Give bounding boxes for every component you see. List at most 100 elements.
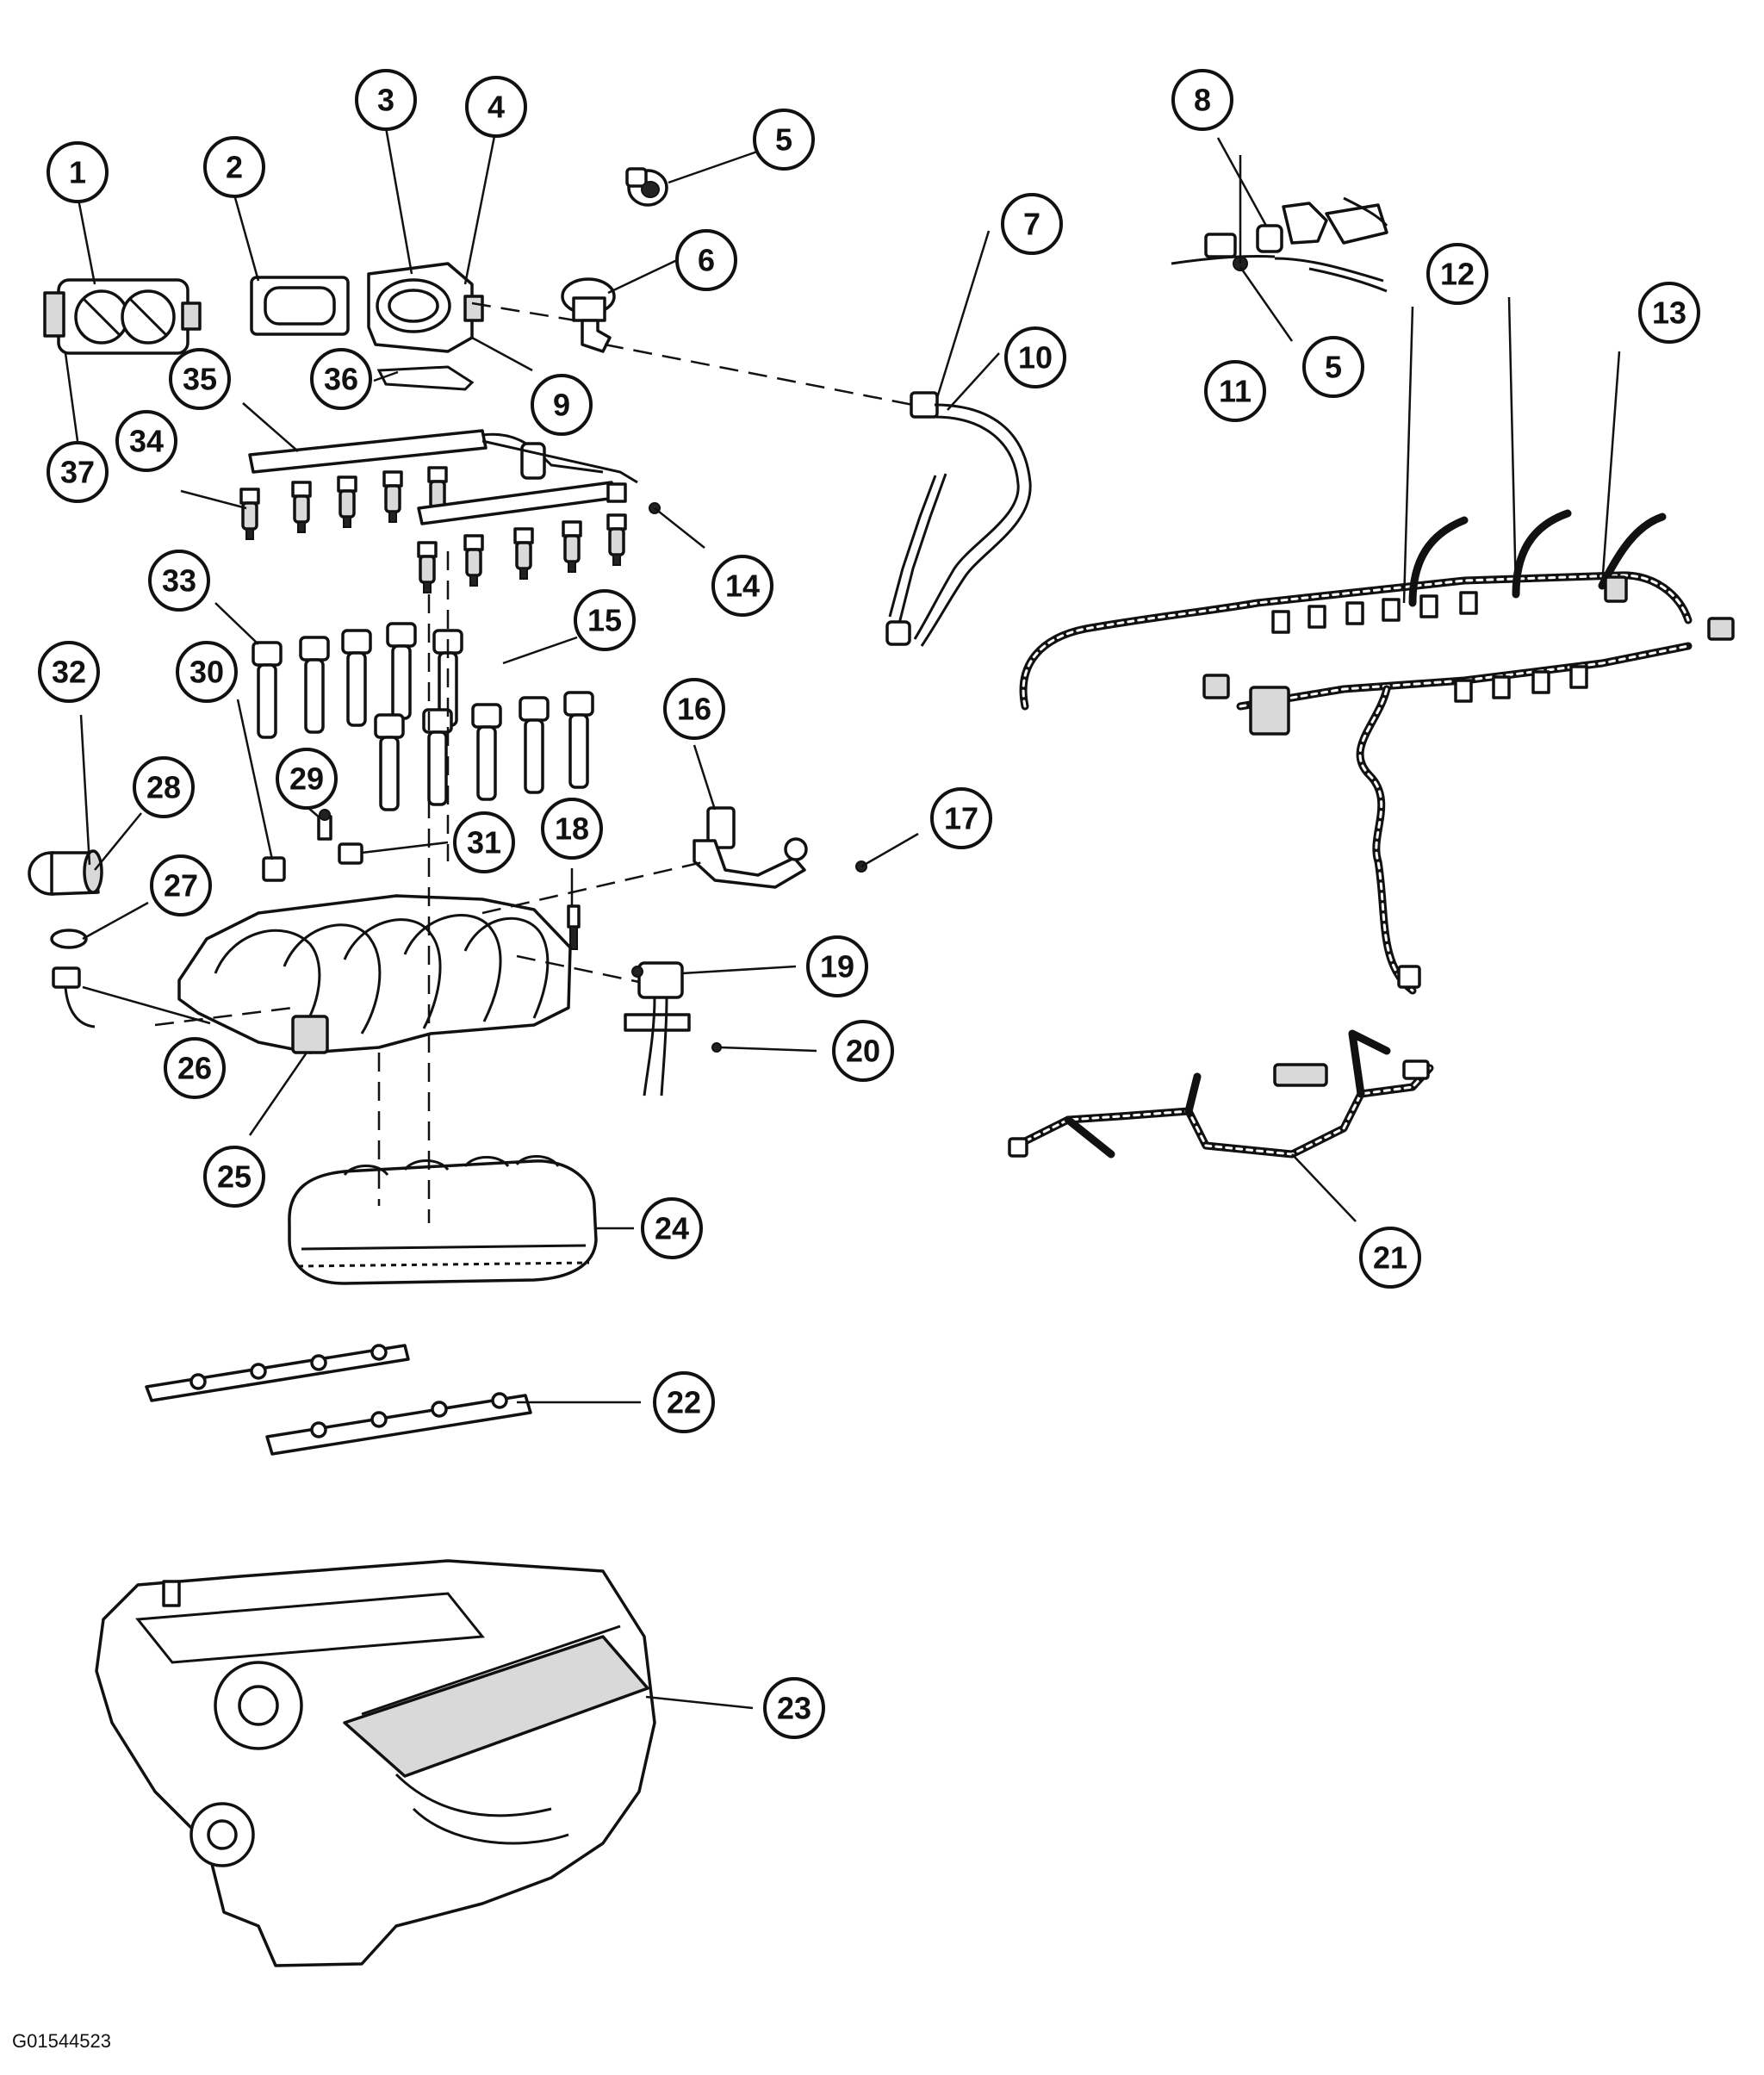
part-fuel-injectors-left xyxy=(239,466,448,540)
svg-text:1: 1 xyxy=(69,155,86,190)
svg-text:6: 6 xyxy=(698,243,715,278)
svg-text:27: 27 xyxy=(164,868,198,904)
part-sensor-29 xyxy=(317,809,332,841)
part-wiring-harness xyxy=(1019,509,1735,995)
callout-31: 31 xyxy=(453,811,515,873)
callouts: 1 2 3 4 5 5 6 7 8 9 10 11 12 13 14 15 16… xyxy=(38,69,1700,1739)
svg-text:18: 18 xyxy=(555,811,589,847)
callout-19: 19 xyxy=(806,935,868,997)
svg-text:4: 4 xyxy=(488,90,505,125)
figure-code: G01544523 xyxy=(12,2030,111,2052)
svg-text:33: 33 xyxy=(162,563,196,599)
callout-28: 28 xyxy=(133,756,195,818)
part-sensor-30 xyxy=(262,856,286,882)
callout-29: 29 xyxy=(276,748,338,810)
svg-text:22: 22 xyxy=(667,1385,701,1420)
part-housing-gasket xyxy=(50,929,88,949)
svg-text:19: 19 xyxy=(820,949,854,985)
part-sensor-group xyxy=(1171,196,1388,293)
callout-33: 33 xyxy=(148,550,210,612)
callout-30: 30 xyxy=(176,641,238,703)
part-intake-manifold xyxy=(177,894,572,1054)
svg-text:21: 21 xyxy=(1373,1240,1407,1276)
svg-text:29: 29 xyxy=(289,761,324,797)
callout-37: 37 xyxy=(47,441,109,503)
svg-text:14: 14 xyxy=(725,568,760,604)
callout-4: 4 xyxy=(465,76,527,138)
svg-text:20: 20 xyxy=(846,1034,880,1069)
alignment-lines xyxy=(154,301,914,1223)
part-fuel-injectors-right xyxy=(417,513,627,593)
callout-20: 20 xyxy=(832,1020,894,1082)
svg-text:13: 13 xyxy=(1652,295,1686,331)
callout-32: 32 xyxy=(38,641,100,703)
part-fuel-rail-right xyxy=(417,481,627,525)
part-manifold-gaskets xyxy=(145,1344,532,1456)
callout-6: 6 xyxy=(675,229,737,291)
svg-text:2: 2 xyxy=(226,150,243,185)
svg-text:36: 36 xyxy=(324,362,358,397)
svg-text:25: 25 xyxy=(217,1159,252,1195)
callout-7: 7 xyxy=(1001,193,1063,255)
callout-24: 24 xyxy=(641,1197,703,1259)
part-bracket xyxy=(376,365,475,391)
svg-text:11: 11 xyxy=(1219,374,1252,409)
part-ignition-coils xyxy=(252,622,594,811)
svg-text:5: 5 xyxy=(775,122,792,158)
part-sub-harness xyxy=(1008,1029,1434,1159)
callout-26: 26 xyxy=(164,1037,226,1099)
part-intake-plenum xyxy=(288,1155,598,1285)
callout-11: 11 xyxy=(1204,360,1266,422)
svg-text:35: 35 xyxy=(183,362,217,397)
callout-27: 27 xyxy=(150,854,212,916)
svg-text:34: 34 xyxy=(129,424,164,459)
part-egr-tube xyxy=(885,391,1032,647)
callout-3: 3 xyxy=(355,69,417,131)
callout-17: 17 xyxy=(930,787,992,849)
part-thermostat-housing xyxy=(28,849,103,896)
leader-lines xyxy=(64,127,1621,1710)
svg-text:28: 28 xyxy=(146,770,181,805)
callout-16: 16 xyxy=(663,678,725,740)
svg-text:10: 10 xyxy=(1018,340,1053,376)
svg-text:24: 24 xyxy=(655,1211,689,1246)
part-throttle-body xyxy=(43,278,202,355)
svg-text:32: 32 xyxy=(52,655,86,690)
callout-1: 1 xyxy=(47,141,109,203)
callout-13: 13 xyxy=(1638,282,1700,344)
svg-text:26: 26 xyxy=(177,1051,212,1086)
callout-14: 14 xyxy=(711,555,773,617)
callout-18: 18 xyxy=(541,798,603,860)
callout-34: 34 xyxy=(115,410,177,472)
callout-22: 22 xyxy=(653,1371,715,1433)
svg-text:31: 31 xyxy=(467,825,501,860)
callout-15: 15 xyxy=(574,589,636,651)
svg-text:16: 16 xyxy=(677,692,711,727)
callout-10: 10 xyxy=(1004,326,1066,388)
part-engine-block xyxy=(95,1559,656,1967)
callout-35: 35 xyxy=(169,348,231,410)
svg-text:12: 12 xyxy=(1440,257,1475,292)
part-throttle-gasket xyxy=(250,276,350,336)
part-throttle-adapter xyxy=(367,262,484,353)
part-fuel-rail-left xyxy=(248,429,638,484)
part-sensor-bracket xyxy=(693,806,867,889)
svg-text:23: 23 xyxy=(777,1691,811,1726)
callout-36: 36 xyxy=(310,348,372,410)
callout-5-right: 5 xyxy=(1302,336,1364,398)
svg-text:30: 30 xyxy=(189,655,224,690)
part-vacuum-solenoid xyxy=(624,961,722,1097)
callout-8: 8 xyxy=(1171,69,1233,131)
svg-text:37: 37 xyxy=(60,455,95,490)
callout-2: 2 xyxy=(203,136,265,198)
part-coolant-sensor xyxy=(52,966,96,1028)
svg-text:15: 15 xyxy=(587,603,622,638)
callout-9: 9 xyxy=(531,374,593,436)
svg-text:17: 17 xyxy=(944,801,978,836)
svg-text:5: 5 xyxy=(1325,350,1342,385)
svg-text:8: 8 xyxy=(1194,83,1211,118)
part-sensor-31 xyxy=(338,842,363,865)
svg-text:9: 9 xyxy=(553,388,570,423)
callout-12: 12 xyxy=(1426,243,1488,305)
